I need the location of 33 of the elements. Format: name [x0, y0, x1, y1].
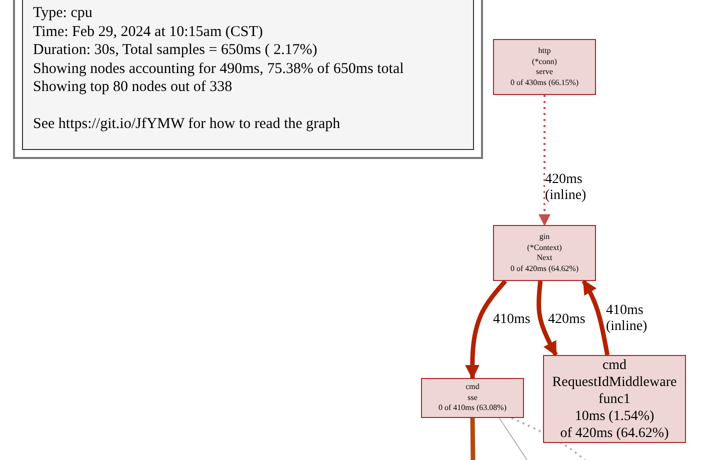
function-box	[493, 39, 596, 95]
function-box	[543, 355, 686, 443]
function-box	[493, 225, 596, 281]
node-text: http	[537, 46, 552, 56]
node-text: (*conn)	[531, 56, 558, 67]
node-text: (*Context)	[526, 242, 563, 253]
node-text: 0 of 430ms (66.15%)	[510, 78, 580, 88]
function-box	[421, 378, 524, 418]
node-text: 0 of 410ms (63.08%)	[438, 403, 508, 414]
arrow	[536, 280, 558, 356]
node-text: func1	[598, 390, 632, 408]
node-text: cmd	[464, 382, 480, 393]
connector-line	[498, 418, 528, 460]
node-text: Showing nodes accounting for 490ms, 75.38% of 650ms total	[33, 60, 405, 78]
node-text: RequestIdMiddleware	[551, 374, 678, 390]
node-text: See https://git.io/JfYMW for how to read the graph	[33, 115, 342, 134]
node-text: cmd	[601, 356, 628, 374]
node-text: 0 of 420ms (64.62%)	[510, 264, 580, 274]
arrow	[582, 280, 610, 356]
node-text: gin	[538, 232, 551, 242]
node-text: Next	[536, 253, 554, 264]
node-text: Duration: 30s, Total samples = 650ms ( 2.17%)	[33, 41, 318, 60]
node-text: 10ms (1.54%)	[574, 408, 656, 424]
arrow	[465, 280, 508, 380]
arrow	[538, 95, 550, 226]
connector-line	[470, 418, 476, 460]
node-text: Type: cpu	[33, 4, 94, 22]
node-text: sse	[466, 392, 478, 404]
node-text: Time: Feb 29, 2024 at 10:15am (CST)	[33, 22, 264, 41]
node-text: serve	[535, 67, 554, 78]
node-text: Showing top 80 nodes out of 338	[33, 78, 234, 96]
info-panel	[22, 0, 474, 150]
node-text: of 420ms (64.62%)	[559, 424, 670, 442]
